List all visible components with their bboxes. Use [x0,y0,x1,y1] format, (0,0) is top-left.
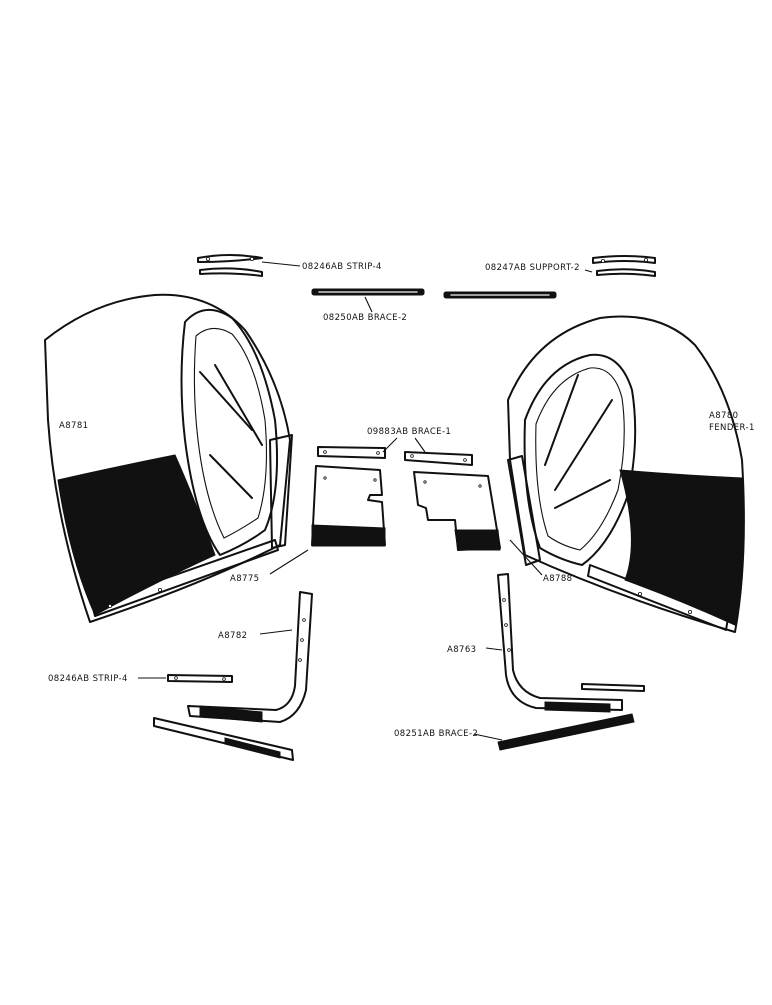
label-support-top: 08247AB SUPPORT-2 [485,263,580,273]
label-strip-top: 08246AB STRIP-4 [302,262,382,272]
label-left-fender: A8781 [59,421,88,431]
label-right-fender-number: A8780 [709,411,738,421]
label-left-rail: A8782 [218,631,247,641]
left-panel [311,465,386,547]
strip-top-left [197,254,263,277]
label-right-panel: A8788 [543,574,572,584]
label-brace-bottom: 08251AB BRACE-2 [394,729,478,739]
right-panel [413,471,501,551]
strip-bottom-left [167,674,233,683]
right-rail [497,573,623,713]
label-right-rail: A8763 [447,645,476,655]
right-lower-brace [497,713,635,751]
brace-mid-right [404,451,473,466]
label-strip-bottom: 08246AB STRIP-4 [48,674,128,684]
left-lower-brace [153,717,294,761]
strip-bottom-right [581,683,645,692]
leader-lines [138,261,593,741]
brace-top-right [443,291,557,299]
right-fender [507,315,745,633]
support-top-right [592,255,656,277]
left-rail [187,591,313,723]
brace-top-left [311,288,425,296]
brace-mid-left [317,446,386,459]
label-brace-mid: 09883AB BRACE-1 [367,427,451,437]
left-fender [44,293,293,623]
label-left-panel: A8775 [230,574,259,584]
label-brace-top: 08250AB BRACE-2 [323,313,407,323]
label-right-fender-name: FENDER-1 [709,423,755,433]
